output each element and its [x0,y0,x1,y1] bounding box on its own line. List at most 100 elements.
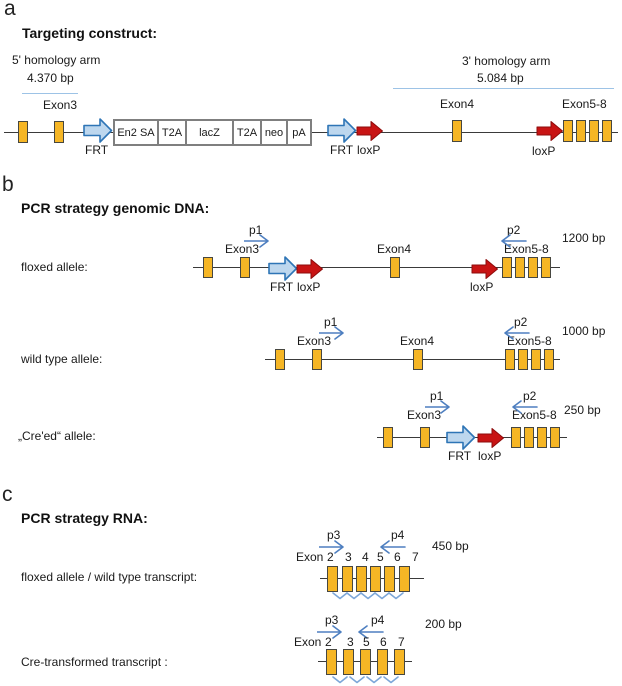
exon58-label: Exon5-8 [507,334,552,348]
exon3-label: Exon3 [297,334,332,348]
cassette-seg-lacz: lacZ [185,121,232,144]
panel-c-title: PCR strategy RNA: [21,510,148,526]
exon-box [377,649,388,675]
panel-b-letter: b [2,173,14,196]
splice-junction-icon [349,676,365,684]
cassette-seg-neo: neo [260,121,286,144]
exon-box [537,427,547,448]
cassette-seg-t2a2: T2A [232,121,260,144]
frt-label: FRT [270,280,294,294]
loxp-label: loxP [532,144,556,158]
frt-site-icon [327,118,357,143]
exon-word-label: Exon [296,550,324,564]
exon-number-label: 5 [377,550,384,564]
product-size-label: 450 bp [432,539,469,553]
exon-box [502,257,512,278]
loxp-label: loxP [357,143,381,157]
exon-number-label: 3 [347,635,354,649]
exon-box [524,427,534,448]
primer-p1-arrow-icon [425,400,450,414]
loxp-site-icon [477,428,504,448]
exon-box [54,121,64,143]
exon-number-label: 4 [362,550,369,564]
splice-junction-icon [383,676,399,684]
exon-number-label: 7 [398,635,405,649]
selection-cassette: En2 SA T2A lacZ T2A neo pA [113,119,312,146]
loxp-label: loxP [470,280,494,294]
exon-box [541,257,551,278]
exon-box [356,566,367,592]
exon3-label: Exon3 [43,98,78,112]
exon-box [394,649,405,675]
cre-transformed-transcript-label: Cre-transformed transcript : [21,655,168,669]
exon-number-label: 6 [380,635,387,649]
primer-p1-arrow-icon [244,234,269,248]
exon-box [384,566,395,592]
loxp-label: loxP [478,449,502,463]
exon-box [275,349,285,370]
primer-p3-label: p3 [325,613,339,627]
exon-box [326,649,337,675]
cassette-seg-pa: pA [286,121,310,144]
primer-p4-label: p4 [371,613,385,627]
frt-label: FRT [330,143,354,157]
primer-p3-label: p3 [327,528,341,542]
exon4-label: Exon4 [400,334,435,348]
primer-p2-arrow-icon [512,400,538,414]
exon-box [515,257,525,278]
exon-box [518,349,528,370]
panel-a-letter: a [4,0,16,20]
exon-box [505,349,515,370]
exon-number-label: 7 [412,550,419,564]
panel-a-title: Targeting construct: [22,25,158,41]
product-size-label: 1000 bp [562,324,606,338]
splice-junction-icon [388,592,404,600]
primer-p2-arrow-icon [504,326,530,340]
five-prime-homology-arm-label: 5' homology arm [12,53,101,67]
wildtype-allele-line [265,359,560,360]
exon-number-label: 2 [325,635,332,649]
splice-junction-icon [366,676,382,684]
primer-p1-label: p1 [324,315,338,329]
product-size-label: 250 bp [564,403,601,417]
three-prime-homology-arm-size: 5.084 bp [477,71,524,85]
floxed-allele-line [193,267,560,268]
exon3-label: Exon3 [225,242,260,256]
primer-p2-label: p2 [523,389,537,403]
frt-site-icon [446,425,476,450]
exon-box [528,257,538,278]
panel-b-title: PCR strategy genomic DNA: [21,200,210,216]
primer-p1-label: p1 [249,223,263,237]
exon3-label: Exon3 [407,408,442,422]
frt-site-icon [83,118,113,143]
exon-box [370,566,381,592]
loxp-site-icon [296,259,323,279]
exon-box [240,257,250,278]
exon-box [18,121,28,143]
primer-p1-label: p1 [430,389,444,403]
panel-c-letter: c [2,483,13,506]
exon-box [589,120,599,142]
cassette-seg-en2sa: En2 SA [117,126,155,139]
splice-junction-icon [332,676,348,684]
frt-label: FRT [448,449,472,463]
creed-allele-label: „Cre'ed“ allele: [18,429,96,443]
primer-p2-arrow-icon [501,234,527,248]
exon-box [327,566,338,592]
primer-p2-label: p2 [514,315,528,329]
product-size-label: 200 bp [425,617,462,631]
wildtype-allele-label: wild type allele: [21,352,103,366]
cassette-seg-t2a: T2A [157,121,185,144]
exon-box [203,257,213,278]
loxp-site-icon [471,259,498,279]
exon-box [531,349,541,370]
loxp-label: loxP [297,280,321,294]
exon-box [511,427,521,448]
exon-box [420,427,430,448]
frt-label: FRT [85,143,109,157]
exon-number-label: 2 [327,550,334,564]
exon58-label: Exon5-8 [504,242,549,256]
exon4-label: Exon4 [440,97,475,111]
three-prime-homology-arm-label: 3' homology arm [462,54,551,68]
